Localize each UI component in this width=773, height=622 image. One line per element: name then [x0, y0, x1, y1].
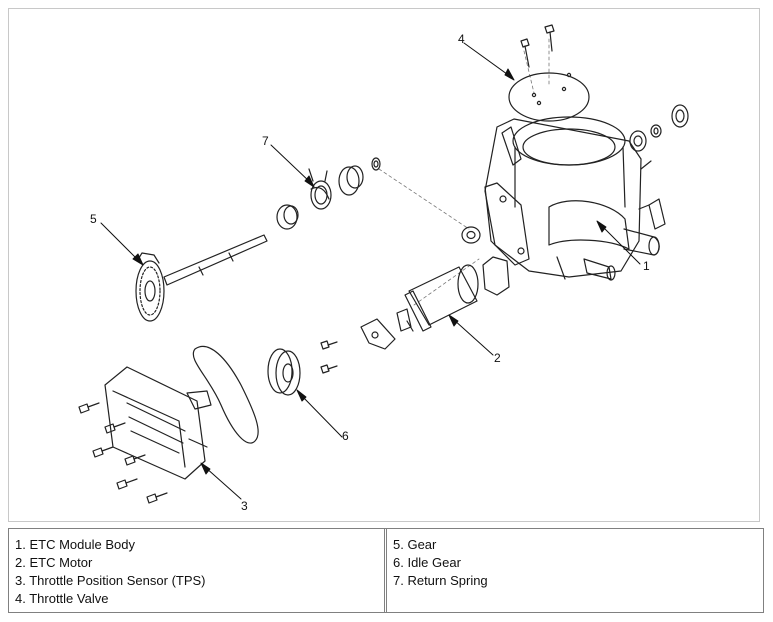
motor-screws	[320, 340, 338, 374]
legend-item-idle-gear: 6. Idle Gear	[393, 555, 461, 570]
washer-stack-right	[629, 104, 689, 152]
shaft-bushing	[276, 204, 299, 230]
callout-3: 3	[241, 499, 248, 513]
tps-cover	[104, 366, 212, 480]
valve-screws	[520, 24, 555, 68]
legend-item-etc-motor: 2. ETC Motor	[15, 555, 93, 570]
callout-4: 4	[458, 32, 465, 46]
legend-item-return-spring: 7. Return Spring	[393, 573, 488, 588]
bearing-left	[461, 226, 481, 244]
etc-motor	[396, 264, 479, 332]
spring-bushing	[338, 165, 364, 196]
callout-5: 5	[90, 212, 97, 226]
legend-item-gear: 5. Gear	[393, 537, 437, 552]
legend-column-right: 5. Gear 6. Idle Gear 7. Return Spring	[387, 529, 763, 612]
motor-plate	[360, 318, 396, 350]
tps-cover-screws	[78, 402, 168, 504]
legend-item-etc-module-body: 1. ETC Module Body	[15, 537, 135, 552]
return-spring	[308, 168, 332, 210]
callout-7: 7	[262, 134, 269, 148]
legend-item-throttle-position-sensor: 3. Throttle Position Sensor (TPS)	[15, 573, 206, 588]
cover-gasket	[192, 345, 259, 444]
exploded-view-diagram: 1 2 3 4 5 6 7	[8, 8, 760, 522]
legend-item-throttle-valve: 4. Throttle Valve	[15, 591, 109, 606]
callout-1: 1	[643, 259, 650, 273]
small-washer	[371, 157, 381, 171]
callout-6: 6	[342, 429, 349, 443]
gear-shaft-assembly	[135, 234, 268, 322]
leader-lines	[100, 42, 641, 500]
throttle-valve	[508, 72, 590, 122]
motor-gasket	[482, 256, 510, 296]
etc-module-body	[484, 116, 660, 281]
idle-gear	[267, 348, 301, 396]
assembly-axis-lines	[378, 38, 550, 306]
callout-2: 2	[494, 351, 501, 365]
callout-numbers: 1 2 3 4 5 6 7	[90, 32, 650, 513]
legend-column-left: 1. ETC Module Body 2. ETC Motor 3. Throt…	[9, 529, 387, 612]
pipe-seal	[648, 198, 666, 230]
parts-legend-table: 1. ETC Module Body 2. ETC Motor 3. Throt…	[8, 528, 764, 613]
side-seal	[501, 126, 522, 166]
